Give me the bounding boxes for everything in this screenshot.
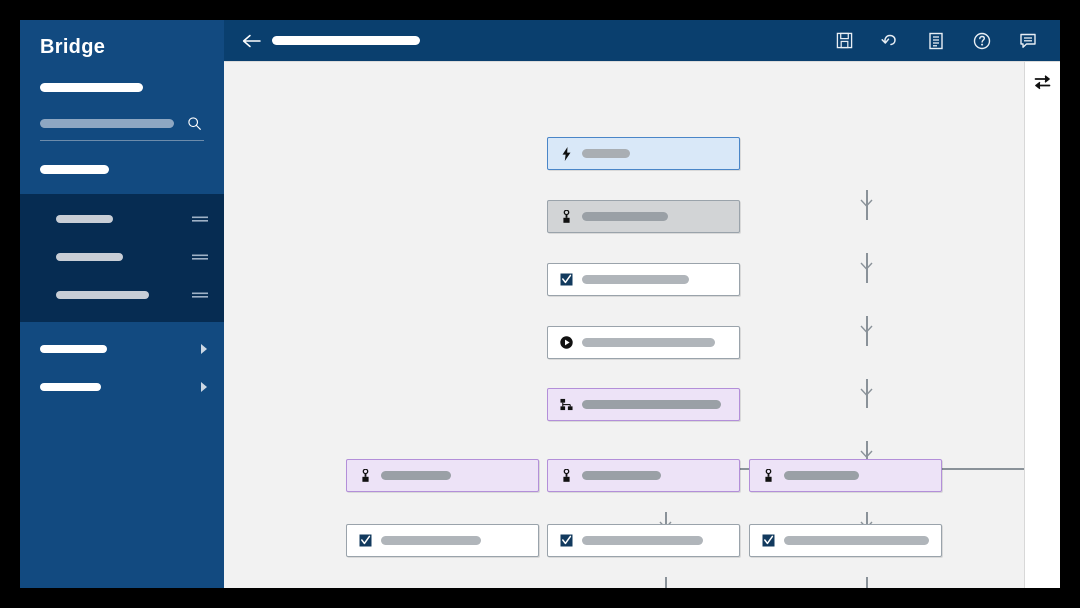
comment-icon[interactable] (1018, 31, 1038, 51)
arrowhead (860, 450, 873, 459)
drag-handle-icon[interactable] (188, 253, 208, 261)
connector-n4-n5 (866, 379, 868, 408)
flow-node-task-branch-1[interactable] (346, 524, 539, 557)
flow-node-task-branch-2[interactable] (547, 524, 740, 557)
sidebar: Bridge (20, 20, 224, 588)
flow-node-label (784, 471, 859, 480)
flow-node-label (582, 536, 703, 545)
sidebar-subitem-1[interactable] (20, 330, 224, 368)
arrowhead (860, 262, 873, 271)
save-icon[interactable] (834, 31, 854, 51)
sidebar-item-1[interactable] (20, 200, 224, 238)
caret-right-icon[interactable] (194, 382, 208, 392)
sidebar-subitem-label (40, 345, 107, 353)
play-circle-icon (560, 336, 573, 350)
flow-node-action-1[interactable] (547, 200, 740, 233)
checkbox-icon (560, 273, 573, 287)
flow-node-label (784, 536, 929, 545)
flow-node-branch[interactable] (547, 388, 740, 421)
flow-node-branch-2[interactable] (547, 459, 740, 492)
flow-node-label (582, 275, 689, 284)
flow-node-label (582, 149, 630, 158)
flow-node-task-1[interactable] (547, 263, 740, 296)
person-icon (560, 468, 573, 483)
flow-node-label (582, 212, 668, 221)
checkbox-icon (762, 534, 775, 548)
arrowhead (860, 325, 873, 334)
flow-node-label (582, 400, 721, 409)
workspace (224, 61, 1060, 588)
arrowhead (860, 388, 873, 397)
sidebar-group (20, 194, 224, 322)
sidebar-subitem-label (40, 383, 101, 391)
connector-c1-down (665, 577, 667, 588)
flow-canvas[interactable] (224, 61, 1024, 588)
flow-node-label (381, 536, 481, 545)
person-icon (762, 468, 775, 483)
main-area (224, 20, 1060, 588)
flow-node-label (381, 471, 451, 480)
sidebar-item-label (56, 291, 149, 299)
sidebar-item-3[interactable] (20, 276, 224, 314)
flow-node-trigger[interactable] (547, 137, 740, 170)
flow-node-label (582, 338, 715, 347)
search-icon[interactable] (184, 116, 204, 131)
toolbar-actions (834, 31, 1060, 51)
person-icon (359, 468, 372, 483)
flow-node-run-1[interactable] (547, 326, 740, 359)
top-toolbar (224, 20, 1060, 61)
flow-node-label (582, 471, 661, 480)
app-window: Bridge (20, 20, 1060, 588)
flow-node-branch-1[interactable] (346, 459, 539, 492)
help-circle-icon[interactable] (972, 31, 992, 51)
sidebar-search[interactable] (40, 116, 204, 141)
swap-arrows-icon[interactable] (1033, 74, 1052, 588)
caret-right-icon[interactable] (194, 344, 208, 354)
drag-handle-icon[interactable] (188, 291, 208, 299)
sidebar-item-label (56, 215, 113, 223)
sidebar-subitem-2[interactable] (20, 368, 224, 406)
arrow-left-icon[interactable] (242, 34, 264, 48)
brand-title: Bridge (40, 36, 106, 58)
undo-icon[interactable] (880, 31, 900, 51)
checkbox-icon (359, 534, 372, 548)
flow-node-branch-3[interactable] (749, 459, 942, 492)
sidebar-section-label (40, 83, 143, 92)
drag-handle-icon[interactable] (188, 215, 208, 223)
page-title (272, 36, 420, 45)
sidebar-item-2[interactable] (20, 238, 224, 276)
connector-c2-down (866, 577, 868, 588)
arrowhead (860, 199, 873, 208)
branch-icon (560, 398, 573, 412)
document-icon[interactable] (926, 31, 946, 51)
sidebar-item-label (56, 253, 123, 261)
flow-node-task-branch-3[interactable] (749, 524, 942, 557)
right-panel (1024, 61, 1060, 588)
lightning-bolt-icon (560, 146, 573, 161)
checkbox-icon (560, 534, 573, 548)
person-icon (560, 209, 573, 224)
sidebar-group-label (40, 165, 109, 174)
search-input[interactable] (40, 119, 174, 128)
